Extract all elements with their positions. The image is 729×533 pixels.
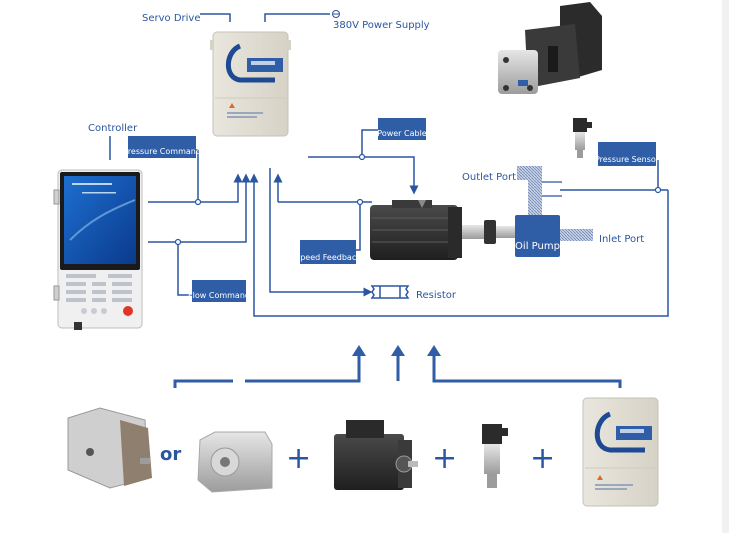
page-edge [722, 0, 729, 533]
power-cable-tag: Power Cable [377, 118, 427, 140]
power-cable-line [308, 129, 419, 195]
inlet-port-pipe [558, 229, 593, 241]
junction-node [174, 238, 182, 246]
oil-pump-box: Oil Pump [515, 215, 560, 257]
resistor-label: Resistor [416, 290, 456, 301]
resistor-symbol [370, 285, 410, 299]
pump-motor-unit-image [498, 2, 602, 94]
servo-drive-connector-lines [200, 13, 330, 22]
servo-drive-bottom-image [582, 397, 659, 507]
plus-operator: + [432, 441, 458, 476]
flow-command-line [148, 173, 251, 296]
outlet-port-pipe [517, 166, 542, 218]
power-supply-icon [332, 10, 340, 18]
pressure-feedback-line [249, 160, 669, 317]
servo-drive-image [210, 31, 291, 137]
bottom-feed-arrows [173, 352, 622, 388]
inlet-port-label: Inlet Port [599, 234, 645, 245]
plus-operator: + [286, 441, 312, 476]
speed-feedback-line [273, 173, 372, 251]
controller-label: Controller [88, 123, 138, 134]
outlet-port-label: Outlet Port [462, 172, 516, 183]
junction-node [356, 198, 364, 206]
plus-operator: + [530, 441, 556, 476]
servo-drive-label: Servo Drive [142, 13, 201, 24]
pressure-sensor-image [573, 118, 592, 158]
servo-motor-image [370, 200, 516, 260]
controller-image [53, 169, 143, 330]
junction-node [654, 186, 662, 194]
flow-command-tag: Flow Command [188, 280, 250, 302]
pressure-command-line [148, 149, 243, 203]
resistor-line [269, 168, 373, 297]
pressure-sensor-tag: Pressure Sensor [595, 142, 659, 166]
gear-pump-image [67, 407, 152, 489]
pressure-sensor-bottom-image [482, 424, 508, 488]
speed-feedback-tag: Speed Feedback [295, 240, 361, 264]
power-supply-label: 380V Power Supply [333, 20, 430, 31]
outlet-port-taps [542, 181, 562, 197]
internal-gear-pump-image [197, 431, 273, 493]
servo-motor-bottom-image [334, 420, 418, 490]
junction-node [358, 153, 366, 161]
pressure-command-tag: Pressure Command [123, 136, 201, 158]
or-operator: or [160, 444, 182, 465]
bottom-arrowheads [352, 345, 441, 356]
junction-node [194, 198, 202, 206]
